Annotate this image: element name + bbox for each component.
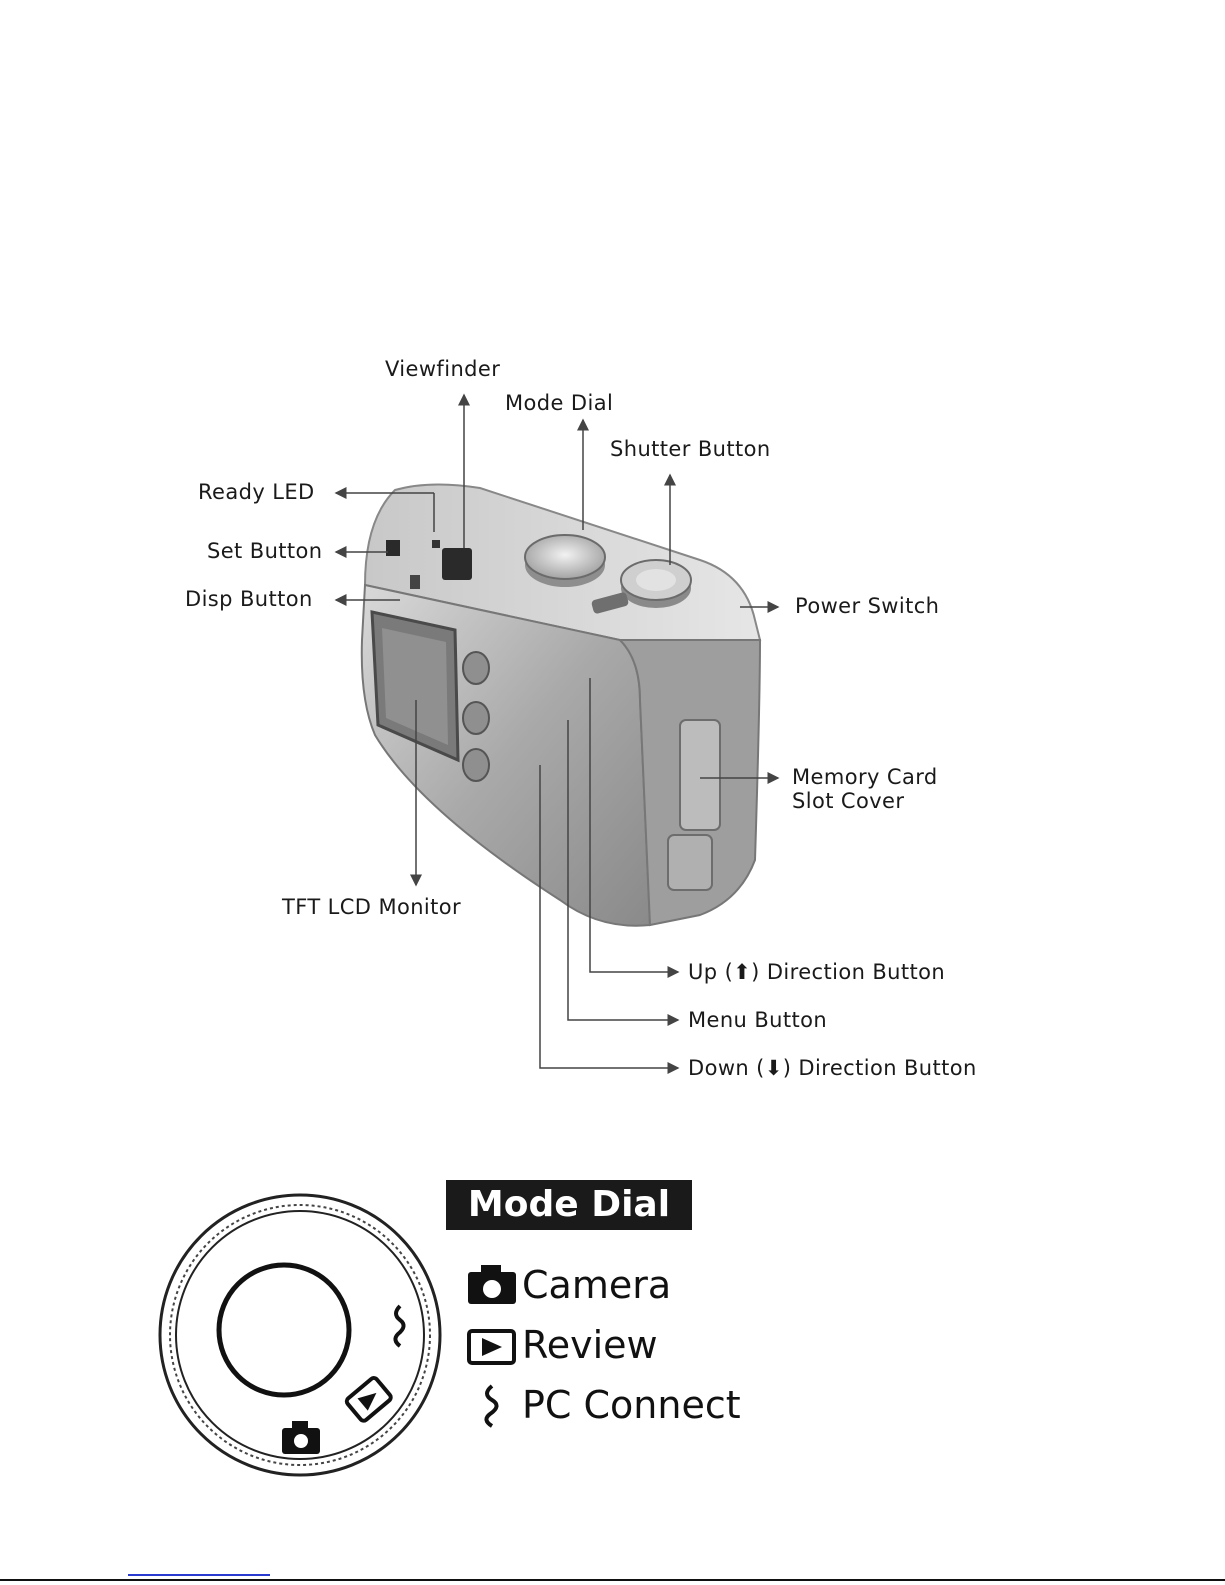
viewfinder-label: Viewfinder bbox=[385, 357, 500, 381]
review-icon bbox=[466, 1322, 522, 1368]
shutter-button-label: Shutter Button bbox=[610, 437, 771, 461]
pc-connect-icon bbox=[466, 1382, 522, 1428]
mode-dial-drawing bbox=[160, 1195, 440, 1475]
menu-button-label: Menu Button bbox=[688, 1008, 827, 1032]
mode-dial-label: Mode Dial bbox=[505, 391, 613, 415]
power-switch-label: Power Switch bbox=[795, 594, 939, 618]
up-direction-button-label: Up (⬆) Direction Button bbox=[688, 960, 945, 984]
camera-body bbox=[362, 484, 760, 925]
disp-button-label: Disp Button bbox=[185, 587, 313, 611]
legend-item-camera: Camera bbox=[466, 1262, 671, 1308]
mode-dial-legend-title: Mode Dial bbox=[446, 1180, 692, 1230]
legend-item-review: Review bbox=[466, 1322, 658, 1368]
legend-label-pc-connect: PC Connect bbox=[522, 1383, 741, 1427]
down-direction-button-label: Down (⬇) Direction Button bbox=[688, 1056, 977, 1080]
ready-led-label: Ready LED bbox=[198, 480, 315, 504]
legend-label-camera: Camera bbox=[522, 1263, 671, 1307]
tft-lcd-monitor-label: TFT LCD Monitor bbox=[282, 895, 461, 919]
footer-link-underline bbox=[128, 1574, 270, 1576]
legend-label-review: Review bbox=[522, 1323, 658, 1367]
camera-icon bbox=[466, 1262, 522, 1308]
memory-card-slot-cover-label: Memory Card Slot Cover bbox=[792, 765, 938, 813]
set-button-label: Set Button bbox=[207, 539, 323, 563]
legend-item-pc-connect: PC Connect bbox=[466, 1382, 741, 1428]
page-bottom-rule bbox=[0, 1579, 1225, 1581]
